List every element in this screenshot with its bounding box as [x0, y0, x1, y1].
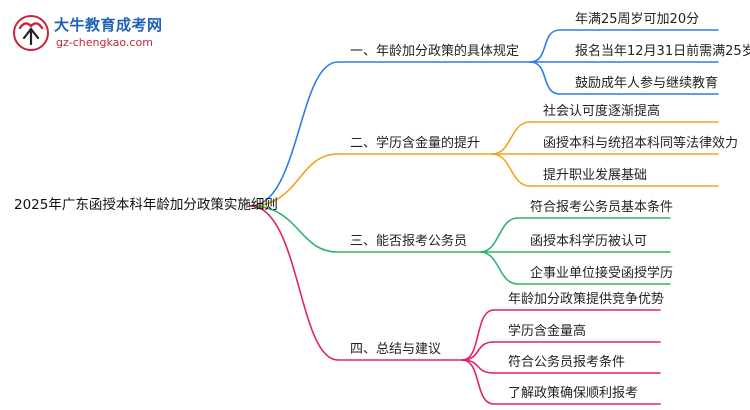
logo-title: 大牛教育成考网 — [54, 16, 163, 34]
root-topic: 2025年广东函授本科年龄加分政策实施细则 — [14, 197, 278, 213]
leaf-label: 年龄加分政策提供竞争优势 — [508, 292, 665, 307]
leaf-label: 提升职业发展基础 — [543, 168, 648, 183]
site-logo[interactable]: 大牛教育成考网 gz-chengkao.com — [12, 12, 172, 56]
root-connector — [249, 61, 339, 207]
bull-logo-icon — [13, 15, 49, 51]
leaf-label: 学历含金量高 — [508, 324, 587, 339]
leaf-label: 符合公务员报考条件 — [508, 355, 626, 370]
leaf-label: 函授本科学历被认可 — [530, 234, 648, 249]
leaf-label: 企事业单位接受函授学历 — [530, 266, 674, 281]
leaf-label: 了解政策确保顺利报考 — [508, 386, 639, 401]
root-connector — [249, 205, 339, 253]
leaf-connector — [461, 309, 495, 361]
leaf-connector — [491, 153, 531, 187]
leaf-connector — [461, 359, 495, 405]
branch-label: 四、总结与建议 — [350, 342, 442, 357]
leaf-label: 报名当年12月31日前需满25岁 — [575, 44, 750, 59]
branch-label: 一、年龄加分政策的具体规定 — [350, 44, 520, 59]
branch-label: 二、学历含金量的提升 — [350, 136, 481, 151]
leaf-label: 符合报考公务员基本条件 — [530, 200, 674, 215]
leaf-connector — [479, 251, 519, 285]
root-connector — [249, 153, 339, 207]
leaf-connector — [491, 121, 531, 155]
leaf-connector — [461, 341, 495, 361]
leaf-connector — [479, 217, 519, 253]
leaf-connector — [529, 61, 561, 95]
root-connector — [249, 205, 339, 361]
leaf-label: 鼓励成年人参与继续教育 — [575, 76, 719, 91]
leaf-label: 函授本科与统招本科同等法律效力 — [543, 136, 739, 151]
logo-site-url: gz-chengkao.com — [56, 36, 153, 49]
leaf-label: 年满25周岁可加20分 — [575, 12, 700, 27]
leaf-label: 社会认可度逐渐提高 — [543, 104, 661, 119]
leaf-connector — [529, 29, 561, 63]
branch-label: 三、能否报考公务员 — [350, 234, 468, 249]
